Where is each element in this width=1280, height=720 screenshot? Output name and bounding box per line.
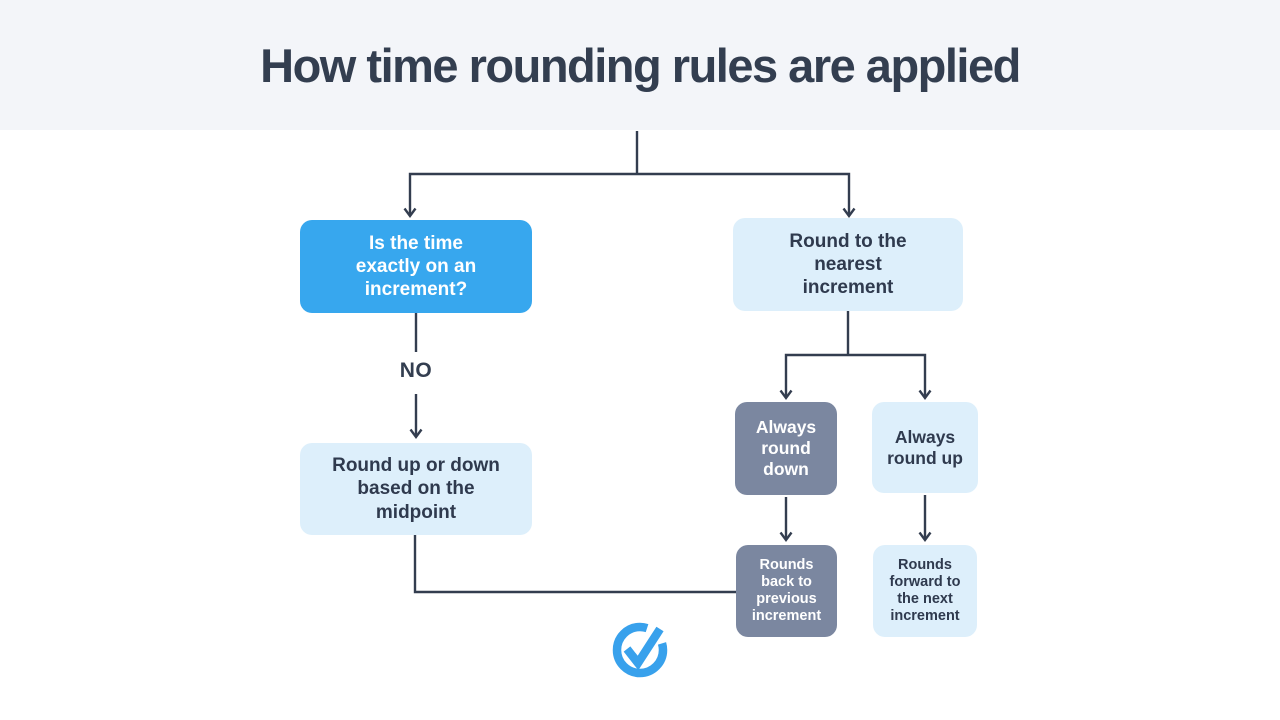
node-nearest-increment-box: Round to the nearest increment	[733, 218, 963, 311]
node-rounds-back-box: Rounds back to previous increment	[736, 545, 837, 637]
node-question-box: Is the time exactly on an increment?	[300, 220, 532, 313]
logo-checkmark	[623, 626, 664, 671]
header-band: How time rounding rules are applied	[0, 0, 1280, 130]
edge-label-no: NO	[399, 359, 433, 382]
arrowhead-to-always-down	[779, 389, 793, 401]
logo-ring	[612, 622, 668, 678]
connector-lines	[403, 131, 932, 594]
arrowhead-to-rounds-forward	[918, 531, 932, 543]
arrowhead-to-always-up	[918, 389, 932, 401]
edge-top-branch	[408, 172, 851, 216]
arrowhead-to-midpoint	[409, 428, 423, 440]
node-always-round-up-box: Always round up	[872, 402, 978, 493]
node-rounds-forward-box: Rounds forward to the next increment	[873, 545, 977, 637]
page-title: How time rounding rules are applied	[260, 38, 1021, 92]
clock-check-logo-icon	[612, 622, 668, 678]
arrowhead-to-rounds-back	[779, 531, 793, 543]
edge-nearest-branch	[784, 353, 927, 398]
flowchart-canvas: Is the time exactly on an increment? Rou…	[0, 130, 1280, 720]
arrowhead-to-question	[403, 207, 417, 219]
node-midpoint-box: Round up or down based on the midpoint	[300, 443, 532, 535]
edge-midpoint-to-back	[413, 535, 736, 594]
arrowhead-to-nearest	[842, 207, 856, 219]
node-always-round-down-box: Always round down	[735, 402, 837, 495]
